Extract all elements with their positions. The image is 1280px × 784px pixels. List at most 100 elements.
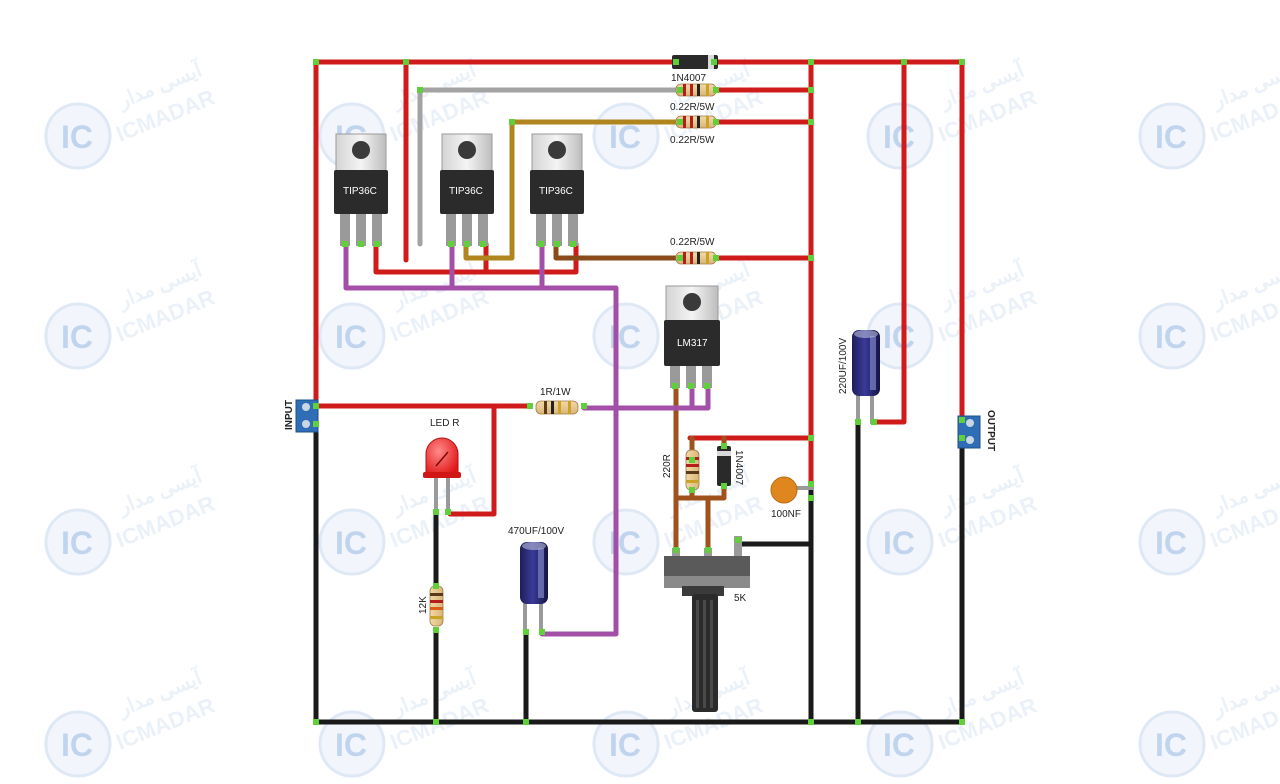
- led-label: LED R: [430, 418, 459, 429]
- watermark-logo-text: IC: [335, 525, 367, 561]
- pin-dot: [433, 719, 439, 725]
- res-12k: 12K: [418, 585, 444, 627]
- pin-dot: [433, 509, 439, 515]
- pin-dot: [855, 719, 861, 725]
- pin-dot: [677, 119, 683, 125]
- pin-dot: [313, 421, 319, 427]
- watermark-logo-text: IC: [1155, 119, 1187, 155]
- watermark-logo-text: IC: [883, 319, 915, 355]
- potentiometer-5k: 5K: [664, 536, 750, 712]
- pin-dot: [538, 241, 544, 247]
- watermark-logo-text: IC: [61, 727, 93, 763]
- watermark-logo-text: IC: [61, 319, 93, 355]
- olive-wire: [463, 119, 683, 261]
- watermark-logo-circle: [44, 508, 112, 576]
- pin-dot: [808, 495, 814, 501]
- watermark-logo-text: IC: [1155, 727, 1187, 763]
- cap-100nf-label: 100NF: [771, 509, 801, 520]
- pin-dot: [704, 383, 710, 389]
- pin-dot: [713, 255, 719, 261]
- res-2: 0.22R/5W: [670, 115, 717, 146]
- pin-dots: [313, 59, 965, 725]
- pin-dot: [342, 241, 348, 247]
- brown-wire-1: [553, 241, 683, 261]
- pin-dot: [527, 403, 533, 409]
- pin-dot: [672, 383, 678, 389]
- watermark-logo-circle: [44, 710, 112, 778]
- cap-220uf-label: 220UF/100V: [838, 338, 849, 394]
- pin-dot: [673, 59, 679, 65]
- res-12k-label: 12K: [418, 596, 429, 614]
- pin-dot: [808, 719, 814, 725]
- watermark-logo-circle: [592, 710, 660, 778]
- pin-dot: [808, 255, 814, 261]
- watermark-logo-circle: [866, 508, 934, 576]
- diode-top-label: 1N4007: [671, 73, 706, 84]
- pin-dot: [855, 419, 861, 425]
- pin-dot: [433, 583, 439, 589]
- pin-dot: [808, 59, 814, 65]
- watermark-logo-text: IC: [61, 119, 93, 155]
- pin-dot: [959, 719, 965, 725]
- watermark-logo-circle: [592, 302, 660, 370]
- pin-dot: [570, 241, 576, 247]
- cap-470uf-label: 470UF/100V: [508, 526, 564, 537]
- watermark-logo-circle: [318, 508, 386, 576]
- diode-mid-label: 1N4007: [733, 450, 744, 485]
- pin-dot: [705, 547, 711, 553]
- transistor-2-label: TIP36C: [449, 186, 483, 197]
- pin-dot: [713, 87, 719, 93]
- pin-dot: [358, 241, 364, 247]
- pin-dot: [677, 87, 683, 93]
- watermark-logo-text: IC: [609, 727, 641, 763]
- pin-dot: [901, 59, 907, 65]
- cap-470uf: 470UF/100V: [508, 526, 564, 632]
- pin-dot: [711, 59, 717, 65]
- pin-dot: [721, 483, 727, 489]
- pin-dot: [713, 119, 719, 125]
- pin-dot: [735, 537, 741, 543]
- pin-dot: [464, 241, 470, 247]
- transistor-1: TIP36C: [334, 133, 388, 246]
- purple-wires: [343, 241, 711, 637]
- res-3: 0.22R/5W: [670, 237, 717, 265]
- pin-dot: [959, 59, 965, 65]
- ground-wires: [313, 417, 965, 725]
- pin-dot: [673, 547, 679, 553]
- pin-dot: [403, 59, 409, 65]
- pin-dot: [539, 629, 545, 635]
- wires: [313, 59, 965, 725]
- output-label: OUTPUT: [985, 410, 996, 451]
- regulator-lm317: LM317: [664, 285, 720, 388]
- watermark-logo-circle: [866, 710, 934, 778]
- watermark-logo-circle: [592, 508, 660, 576]
- pin-dot: [808, 481, 814, 487]
- pin-dot: [448, 241, 454, 247]
- watermark-logo-text: IC: [1155, 525, 1187, 561]
- pin-dot: [808, 119, 814, 125]
- transistor-3: TIP36C: [530, 133, 584, 246]
- watermark-logo-text: IC: [883, 119, 915, 155]
- watermark-logo-text: IC: [335, 319, 367, 355]
- pin-dot: [959, 435, 965, 441]
- pin-dot: [959, 417, 965, 423]
- pot-label: 5K: [734, 593, 747, 604]
- transistor-2: TIP36C: [440, 133, 494, 246]
- watermark-logo-circle: [1138, 508, 1206, 576]
- pin-dot: [808, 435, 814, 441]
- pin-dot: [523, 629, 529, 635]
- res-1r: 1R/1W: [535, 387, 579, 415]
- watermark-logo-text: IC: [335, 727, 367, 763]
- watermark-logo-circle: [866, 102, 934, 170]
